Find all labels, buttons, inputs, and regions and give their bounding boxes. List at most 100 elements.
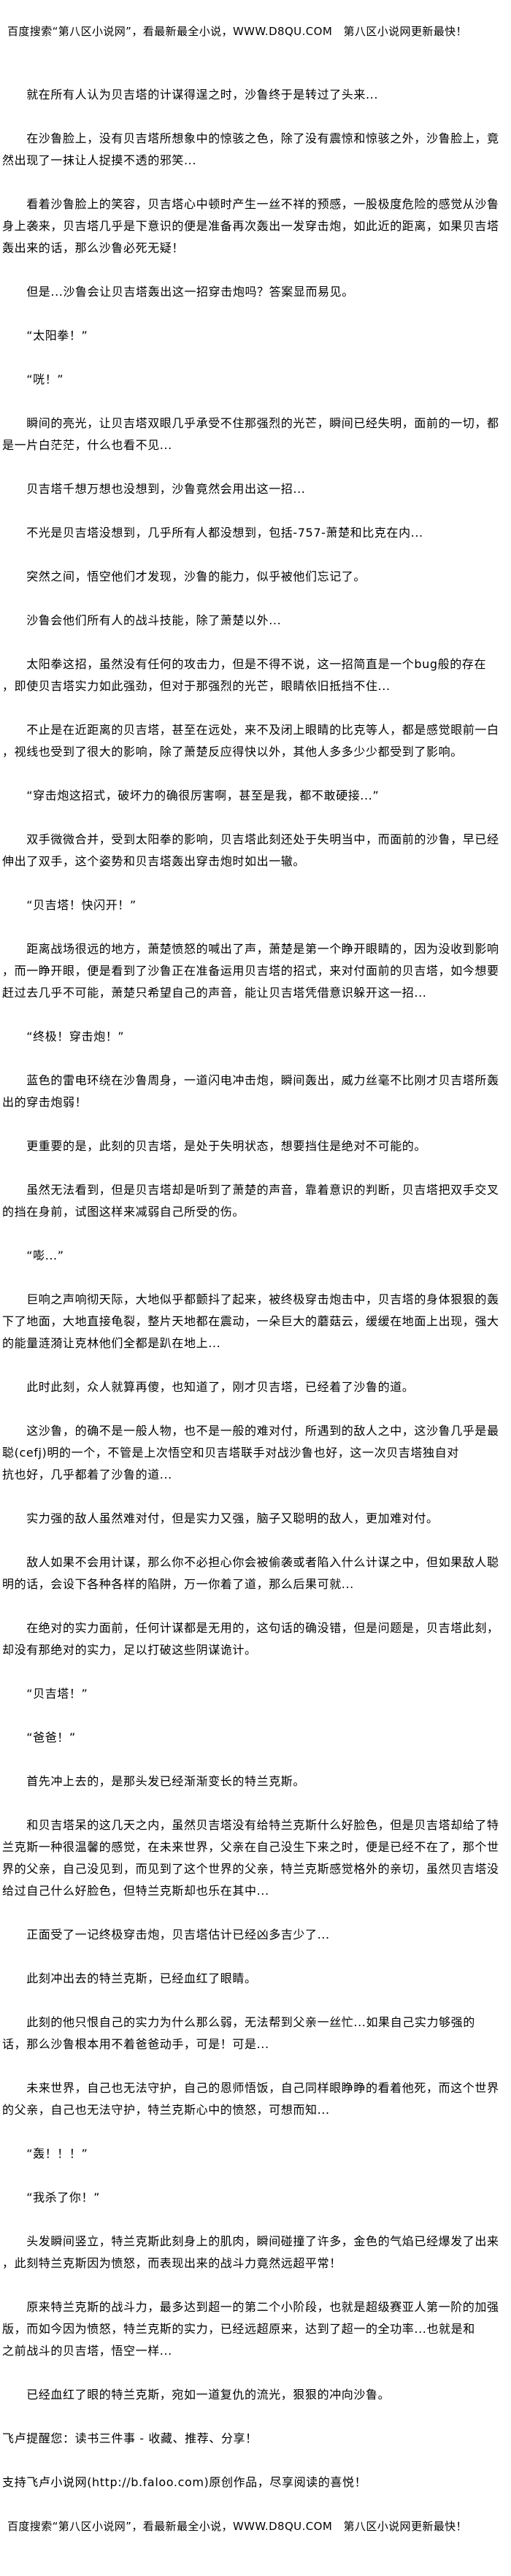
- paragraph-line: 沙鲁会他们所有人的战斗技能，除了萧楚以外...: [2, 613, 282, 627]
- paragraph-line: 看着沙鲁脸上的笑容，贝吉塔心中顿时产生一丝不祥的预感，一股极度危险的感觉从沙鲁: [2, 197, 499, 211]
- paragraph: 这沙鲁，的确不是一般人物，也不是一般的难对付，所遇到的敌人之中，这沙鲁几乎是最聪…: [0, 1420, 511, 1486]
- paragraph: 就在所有人认为贝吉塔的计谋得逞之时，沙鲁终于是转过了头来...: [0, 84, 511, 106]
- paragraph: 巨响之声响彻天际，大地似乎都颤抖了起来，被终极穿击炮击中，贝吉塔的身体狠狠的轰下…: [0, 1289, 511, 1354]
- paragraph-line: 的父亲，自己也无法守护，特兰克斯心中的愤怒，可想而知...: [2, 2103, 330, 2117]
- paragraph-line: 已经血红了眼的特兰克斯，宛如一道复仇的流光，狠狠的冲向沙鲁。: [2, 2388, 391, 2401]
- faloo-reminder: 飞卢提醒您：读书三件事 - 收藏、推荐、分享！: [2, 2431, 258, 2445]
- paragraph-line: “贝吉塔！”: [2, 1687, 88, 1701]
- paragraph-line: 距离战场很远的地方，萧楚愤怒的喊出了声，萧楚是第一个睁开眼睛的，因为没收到影响: [2, 942, 499, 956]
- paragraph: “轰！！！”: [0, 2143, 511, 2165]
- paragraph-line: “咣！”: [2, 372, 64, 386]
- paragraph-line: “我杀了你！”: [2, 2190, 100, 2204]
- paragraph-line: 头发瞬间竖立，特兰克斯此刻身上的肌肉，瞬间碰撞了许多，金色的气焰已经爆发了出来: [2, 2234, 499, 2248]
- paragraph-line: 出的穿击炮弱！: [2, 1095, 88, 1109]
- paragraph-line: 贝吉塔千想万想也没想到，沙鲁竟然会用出这一招...: [2, 482, 306, 496]
- paragraph-line: 和贝吉塔呆的这几天之内，虽然贝吉塔没有给特兰克斯什么好脸色，但是贝吉塔却给了特: [2, 1818, 499, 1832]
- paragraph-line: 此刻的他只恨自己的实力为什么那么弱，无法帮到父亲一丝忙...如果自己实力够强的: [2, 2015, 475, 2029]
- paragraph-line: 伸出了双手，这个姿势和贝吉塔轰出穿击炮时如出一辙。: [2, 854, 306, 868]
- paragraph: 虽然无法看到，但是贝吉塔却是听到了萧楚的声音，靠着意识的判断，贝吉塔把双手交叉的…: [0, 1179, 511, 1223]
- paragraph-line: 界的父亲，自己没见到，而见到了这个世界的父亲，特兰克斯感觉格外的亲切，虽然贝吉塔…: [2, 1862, 499, 1876]
- paragraph-line: 在绝对的实力面前，任何计谋都是无用的，这句话的确没错，但是问题是，贝吉塔此刻，: [2, 1621, 499, 1635]
- paragraph: “穿击炮这招式，破坏力的确很厉害啊，甚至是我，都不敢硬接...”: [0, 785, 511, 807]
- paragraph: 此时此刻，众人就算再傻，也知道了，刚才贝吉塔，已经着了沙鲁的道。: [0, 1376, 511, 1398]
- paragraph-line: 身上袭来，贝吉塔几乎是下意识的便是准备再次轰出一发穿击炮，如此近的距离，如果贝吉…: [2, 219, 499, 233]
- paragraph-line: “穿击炮这招式，破坏力的确很厉害啊，甚至是我，都不敢硬接...”: [2, 789, 380, 802]
- paragraph: 未来世界，自己也无法守护，自己的恩师悟饭，自己同样眼睁睁的看着他死，而这个世界的…: [0, 2077, 511, 2121]
- paragraph-line: 原来特兰克斯的战斗力，最多达到超一的第二个小阶段，也就是超级赛亚人第一阶的加强: [2, 2300, 499, 2314]
- paragraph: 在绝对的实力面前，任何计谋都是无用的，这句话的确没错，但是问题是，贝吉塔此刻，却…: [0, 1617, 511, 1661]
- paragraph-line: 此时此刻，众人就算再傻，也知道了，刚才贝吉塔，已经着了沙鲁的道。: [2, 1380, 415, 1394]
- site-banner-top: 百度搜索“第八区小说网”，看最新最全小说，WWW.D8QU.COM 第八区小说网…: [7, 25, 467, 38]
- paragraph-line: 蓝色的雷电环绕在沙鲁周身，一道闪电冲击炮，瞬间轰出，威力丝毫不比刚才贝吉塔所轰: [2, 1073, 499, 1087]
- paragraph-line: 这沙鲁，的确不是一般人物，也不是一般的难对付，所遇到的敌人之中，这沙鲁几乎是最: [2, 1424, 499, 1438]
- paragraph: 此刻的他只恨自己的实力为什么那么弱，无法帮到父亲一丝忙...如果自己实力够强的话…: [0, 2012, 511, 2055]
- paragraph-line: 给过自己什么好脸色，但特兰克斯却也乐在其中...: [2, 1884, 269, 1898]
- paragraph-line: 的挡在身前，试图这样来减弱自己所受的伤。: [2, 1205, 245, 1219]
- paragraph: 贝吉塔千想万想也没想到，沙鲁竟然会用出这一招...: [0, 478, 511, 500]
- paragraph-line: 未来世界，自己也无法守护，自己的恩师悟饭，自己同样眼睁睁的看着他死，而这个世界: [2, 2081, 499, 2095]
- paragraph-line: 此刻冲出去的特兰克斯，已经血红了眼睛。: [2, 1971, 257, 1985]
- paragraph-line: 之前战斗的贝吉塔，悟空一样...: [2, 2344, 172, 2358]
- paragraph-line: 就在所有人认为贝吉塔的计谋得逞之时，沙鲁终于是转过了头来...: [2, 88, 379, 101]
- paragraph-line: 明的话，会设下各种各样的陷阱，万一你着了道，那么后果可就...: [2, 1577, 354, 1591]
- paragraph: 和贝吉塔呆的这几天之内，虽然贝吉塔没有给特兰克斯什么好脸色，但是贝吉塔却给了特兰…: [0, 1814, 511, 1902]
- paragraph: 原来特兰克斯的战斗力，最多达到超一的第二个小阶段，也就是超级赛亚人第一阶的加强版…: [0, 2296, 511, 2362]
- paragraph: 在沙鲁脸上，没有贝吉塔所想象中的惊骇之色，除了没有震惊和惊骇之外，沙鲁脸上，竟然…: [0, 128, 511, 172]
- paragraph-line: “爸爸！”: [2, 1730, 76, 1744]
- paragraph-line: 话，那么沙鲁根本用不着爸爸动手，可是！可是...: [2, 2037, 269, 2051]
- paragraph: “我杀了你！”: [0, 2187, 511, 2209]
- paragraph-line: 抗也好，几乎都着了沙鲁的道...: [2, 1468, 172, 1481]
- paragraph-line: 聪(cefj)明的一个，不管是上次悟空和贝吉塔联手对战沙鲁也好，这一次贝吉塔独自…: [2, 1446, 459, 1460]
- paragraph-line: 敌人如果不会用计谋，那么你不必担心你会被偷袭或者陷入什么计谋之中，但如果敌人聪: [2, 1555, 499, 1569]
- paragraph-line: 更重要的是，此刻的贝吉塔，是处于失明状态，想要挡住是绝对不可能的。: [2, 1139, 427, 1153]
- paragraph-line: “嘭...”: [2, 1249, 64, 1262]
- faloo-support-link[interactable]: 支持飞卢小说网(http://b.faloo.com)原创作品，尽享阅读的喜悦！: [2, 2475, 367, 2489]
- paragraph: 不光是贝吉塔没想到，几乎所有人都没想到，包括-757-萧楚和比克在内...: [0, 522, 511, 544]
- paragraph-line: ，即使贝吉塔实力如此强劲，但对于那强烈的光芒，眼睛依旧抵挡不住...: [2, 679, 391, 693]
- paragraph-line: 不止是在近距离的贝吉塔，甚至在远处，来不及闭上眼睛的比克等人，都是感觉眼前一白: [2, 723, 499, 737]
- paragraph: 首先冲上去的，是那头发已经渐渐变长的特兰克斯。: [0, 1771, 511, 1793]
- paragraph-line: 双手微微合并，受到太阳拳的影响，贝吉塔此刻还处于失明当中，而面前的沙鲁，早已经: [2, 832, 499, 846]
- paragraph-line: 巨响之声响彻天际，大地似乎都颤抖了起来，被终极穿击炮击中，贝吉塔的身体狠狠的轰: [2, 1292, 499, 1306]
- paragraph: 此刻冲出去的特兰克斯，已经血红了眼睛。: [0, 1968, 511, 1990]
- paragraph-line: 兰克斯一种很温馨的感觉，在未来世界，父亲在自己没生下来之时，便是已经不在了，那个…: [2, 1840, 499, 1854]
- paragraph: 更重要的是，此刻的贝吉塔，是处于失明状态，想要挡住是绝对不可能的。: [0, 1135, 511, 1157]
- paragraph-line: ，视线也受到了很大的影响，除了萧楚反应得快以外，其他人多多少少都受到了影响。: [2, 745, 463, 759]
- paragraph: 敌人如果不会用计谋，那么你不必担心你会被偷袭或者陷入什么计谋之中，但如果敌人聪明…: [0, 1552, 511, 1595]
- paragraph: 距离战场很远的地方，萧楚愤怒的喊出了声，萧楚是第一个睁开眼睛的，因为没收到影响 ，…: [0, 938, 511, 1004]
- paragraph: 突然之间，悟空他们才发现，沙鲁的能力，似乎被他们忘记了。: [0, 566, 511, 588]
- paragraph-line: 虽然无法看到，但是贝吉塔却是听到了萧楚的声音，靠着意识的判断，贝吉塔把双手交叉: [2, 1183, 499, 1197]
- paragraph-line: 下了地面，大地直接龟裂，整片天地都在震动，一朵巨大的蘑菇云，缓缓在地面上出现，强…: [2, 1314, 499, 1328]
- paragraph-line: 首先冲上去的，是那头发已经渐渐变长的特兰克斯。: [2, 1774, 306, 1788]
- paragraph: 看着沙鲁脸上的笑容，贝吉塔心中顿时产生一丝不祥的预感，一股极度危险的感觉从沙鲁身…: [0, 193, 511, 259]
- paragraph-line: 是一片白茫茫，什么也看不见...: [2, 438, 172, 452]
- paragraph: 不止是在近距离的贝吉塔，甚至在远处，来不及闭上眼睛的比克等人，都是感觉眼前一白 ，…: [0, 719, 511, 763]
- paragraph: 太阳拳这招，虽然没有任何的攻击力，但是不得不说，这一招简直是一个bug般的存在，…: [0, 653, 511, 697]
- paragraph: “贝吉塔！快闪开！”: [0, 894, 511, 916]
- paragraph: 沙鲁会他们所有人的战斗技能，除了萧楚以外...: [0, 610, 511, 632]
- paragraph-line: “太阳拳！”: [2, 329, 88, 342]
- paragraph-line: 然出现了一抹让人捉摸不透的邪笑...: [2, 153, 197, 167]
- paragraph: 头发瞬间竖立，特兰克斯此刻身上的肌肉，瞬间碰撞了许多，金色的气焰已经爆发了出来，…: [0, 2231, 511, 2274]
- paragraph-line: 但是...沙鲁会让贝吉塔轰出这一招穿击炮吗？答案显而易见。: [2, 285, 354, 299]
- paragraph: 实力强的敌人虽然难对付，但是实力又强，脑子又聪明的敌人，更加难对付。: [0, 1508, 511, 1530]
- paragraph: “嘭...”: [0, 1245, 511, 1267]
- paragraph-line: 实力强的敌人虽然难对付，但是实力又强，脑子又聪明的敌人，更加难对付。: [2, 1511, 439, 1525]
- paragraph-line: “终极！穿击炮！”: [2, 1030, 125, 1043]
- paragraph-line: 不光是贝吉塔没想到，几乎所有人都没想到，包括-757-萧楚和比克在内...: [2, 526, 423, 540]
- paragraph-line: 轰出来的话，那么沙鲁必死无疑！: [2, 241, 185, 255]
- paragraph: 但是...沙鲁会让贝吉塔轰出这一招穿击炮吗？答案显而易见。: [0, 281, 511, 303]
- site-banner-bottom: 百度搜索“第八区小说网”，看最新最全小说，WWW.D8QU.COM 第八区小说网…: [7, 2520, 467, 2533]
- paragraph-line: “轰！！！”: [2, 2147, 88, 2161]
- paragraph-line: ，而一睁开眼，便是看到了沙鲁正在准备运用贝吉塔的招式，来对付面前的贝吉塔，如今想…: [2, 964, 499, 978]
- paragraph: 蓝色的雷电环绕在沙鲁周身，一道闪电冲击炮，瞬间轰出，威力丝毫不比刚才贝吉塔所轰出…: [0, 1070, 511, 1113]
- paragraph-line: “贝吉塔！快闪开！”: [2, 898, 137, 912]
- paragraph: “爸爸！”: [0, 1727, 511, 1749]
- paragraph-line: 瞬间的亮光，让贝吉塔双眼几乎承受不住那强烈的光芒，瞬间已经失明，面前的一切，都: [2, 416, 499, 430]
- paragraph: 双手微微合并，受到太阳拳的影响，贝吉塔此刻还处于失明当中，而面前的沙鲁，早已经伸…: [0, 829, 511, 873]
- paragraph: “贝吉塔！”: [0, 1683, 511, 1705]
- paragraph: “咣！”: [0, 369, 511, 391]
- paragraph: 瞬间的亮光，让贝吉塔双眼几乎承受不住那强烈的光芒，瞬间已经失明，面前的一切，都是…: [0, 413, 511, 456]
- paragraph-line: 突然之间，悟空他们才发现，沙鲁的能力，似乎被他们忘记了。: [2, 570, 366, 583]
- paragraph: 已经血红了眼的特兰克斯，宛如一道复仇的流光，狠狠的冲向沙鲁。: [0, 2384, 511, 2406]
